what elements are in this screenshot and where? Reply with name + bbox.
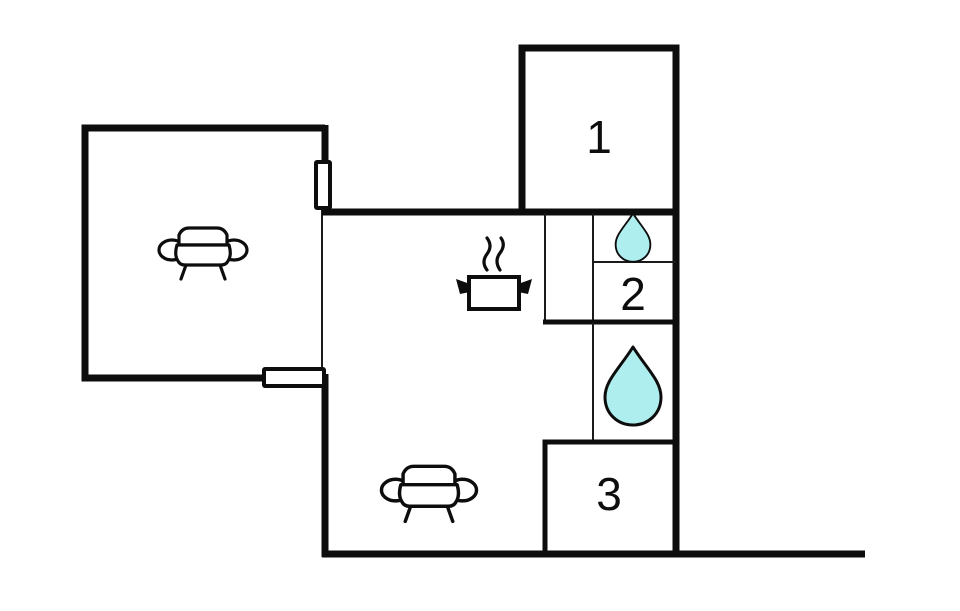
- room-label-2: 2: [620, 268, 646, 320]
- room-label-1: 1: [586, 111, 612, 163]
- sofa-backrest-icon: [177, 226, 229, 247]
- door-vertical-upper[interactable]: [314, 160, 332, 210]
- water-drop-icon-large: [603, 345, 663, 427]
- pot-body-icon: [467, 275, 521, 311]
- sofa-backrest-icon: [401, 464, 457, 487]
- water-drop-icon-small: [614, 212, 652, 263]
- steam-line-left-icon: [482, 236, 492, 272]
- room-label-3: 3: [596, 468, 622, 520]
- steam-line-right-icon: [495, 236, 505, 272]
- sofa-leg-right-icon: [218, 263, 227, 281]
- wall-room3-outline: [542, 439, 676, 554]
- wall-group: [81, 44, 865, 558]
- sofa-icon-main-room: [379, 464, 479, 524]
- sofa-seat-icon: [397, 482, 461, 509]
- water-drop-shape: [614, 212, 652, 263]
- sofa-leg-left-icon: [403, 504, 413, 524]
- sofa-leg-left-icon: [179, 263, 188, 281]
- sofa-leg-right-icon: [445, 504, 455, 524]
- sofa-icon-left-room: [157, 226, 249, 281]
- door-horizontal-lower[interactable]: [262, 367, 326, 388]
- door-group: [262, 160, 332, 388]
- sofa-seat-icon: [174, 243, 232, 267]
- stove-icon: [456, 236, 532, 311]
- pot-handle-right-icon: [518, 279, 532, 294]
- pot-handle-left-icon: [456, 279, 470, 294]
- water-drop-shape: [603, 345, 663, 427]
- wall-left-room-outline: [81, 124, 325, 382]
